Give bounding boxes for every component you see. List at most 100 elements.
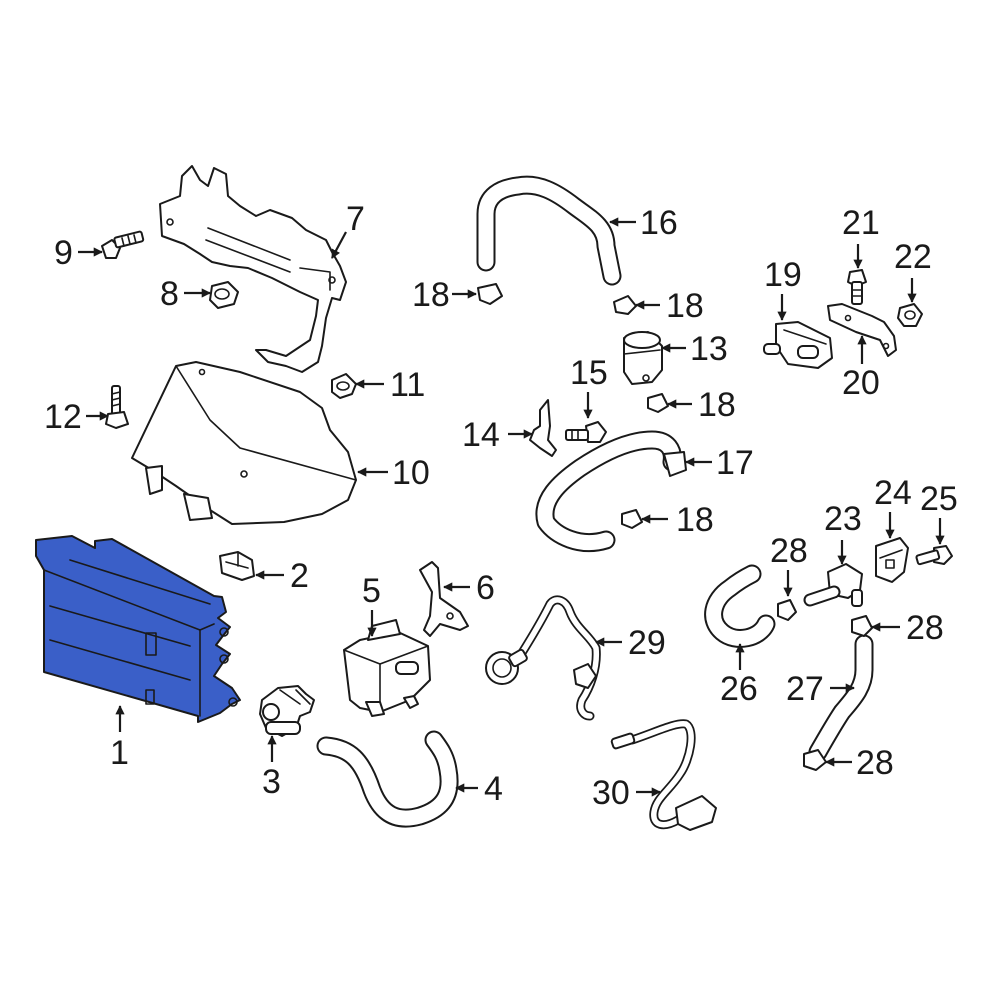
svg-text:5: 5 [362, 572, 381, 610]
callout-18a: 18 [412, 276, 477, 314]
callout-9: 9 [54, 234, 103, 272]
svg-text:30: 30 [592, 774, 630, 812]
svg-text:28: 28 [906, 609, 944, 647]
callout-17: 17 [685, 444, 754, 482]
callout-6: 6 [443, 569, 495, 607]
part-1-vapor-canister[interactable] [35, 535, 241, 723]
part-29-sensor[interactable] [485, 595, 601, 721]
part-12-bolt[interactable] [105, 385, 129, 429]
svg-text:18: 18 [698, 386, 736, 424]
part-4-hose[interactable] [316, 730, 459, 828]
callout-18d: 18 [641, 501, 714, 539]
part-24-bracket[interactable] [875, 537, 909, 583]
part-11-nut[interactable] [331, 373, 357, 399]
svg-text:22: 22 [894, 238, 932, 276]
part-30-sensor[interactable] [610, 719, 717, 831]
callout-27: 27 [786, 670, 855, 708]
callout-11: 11 [355, 366, 425, 404]
svg-text:18: 18 [412, 276, 450, 314]
part-15-bolt[interactable] [565, 421, 607, 443]
callout-1: 1 [110, 705, 129, 772]
callout-30: 30 [592, 774, 661, 812]
part-27-hose[interactable] [808, 634, 874, 762]
callout-29: 29 [595, 624, 666, 662]
part-23-valve[interactable] [803, 563, 863, 607]
svg-text:23: 23 [824, 500, 862, 538]
callout-16: 16 [609, 204, 678, 242]
svg-text:15: 15 [570, 354, 608, 392]
callout-3: 3 [262, 735, 281, 801]
part-19-solenoid[interactable] [763, 321, 833, 369]
part-14-bracket[interactable] [529, 399, 557, 457]
svg-text:17: 17 [716, 444, 754, 482]
part-26-hose[interactable] [704, 564, 776, 648]
part-22-nut[interactable] [897, 303, 923, 327]
part-6-bracket[interactable] [419, 561, 469, 637]
svg-text:7: 7 [346, 200, 365, 238]
svg-text:11: 11 [390, 366, 425, 404]
callout-4: 4 [455, 770, 503, 808]
callout-12: 12 [44, 398, 109, 436]
svg-text:13: 13 [690, 330, 728, 368]
svg-text:8: 8 [160, 275, 179, 313]
callout-8: 8 [160, 275, 211, 313]
svg-text:4: 4 [484, 770, 503, 808]
callout-22: 22 [894, 238, 932, 303]
svg-text:18: 18 [676, 501, 714, 539]
svg-text:29: 29 [628, 624, 666, 662]
svg-text:28: 28 [856, 744, 894, 782]
callout-15: 15 [570, 354, 608, 419]
part-18-clamp-a[interactable] [477, 283, 503, 305]
part-21-bolt[interactable] [847, 269, 867, 305]
part-17-hose[interactable] [535, 430, 687, 553]
callout-14: 14 [462, 416, 533, 454]
svg-text:10: 10 [392, 454, 430, 492]
callout-28a: 28 [770, 532, 808, 597]
part-16-hose[interactable] [476, 175, 622, 286]
svg-text:19: 19 [764, 256, 802, 294]
part-3-purge-valve[interactable] [259, 685, 315, 737]
svg-text:16: 16 [640, 204, 678, 242]
callout-28c: 28 [825, 744, 894, 782]
callout-5: 5 [362, 572, 381, 637]
part-2-clip[interactable] [219, 551, 255, 581]
callout-26: 26 [720, 643, 758, 708]
part-13-filter[interactable] [623, 331, 663, 385]
part-9-bolt[interactable] [101, 230, 145, 259]
svg-text:9: 9 [54, 234, 73, 272]
callout-24: 24 [874, 474, 912, 539]
svg-text:6: 6 [476, 569, 495, 607]
callout-18c: 18 [667, 386, 736, 424]
part-7-bracket[interactable] [159, 165, 347, 373]
callout-28b: 28 [871, 609, 944, 647]
part-5-reservoir[interactable] [343, 619, 431, 717]
part-28-clamp-a[interactable] [777, 599, 797, 621]
svg-text:14: 14 [462, 416, 500, 454]
callout-25: 25 [920, 480, 958, 545]
callout-18b: 18 [635, 287, 704, 325]
svg-text:28: 28 [770, 532, 808, 570]
part-28-clamp-c[interactable] [803, 749, 827, 771]
svg-text:1: 1 [110, 734, 129, 772]
svg-text:20: 20 [842, 364, 880, 402]
svg-text:21: 21 [842, 204, 880, 242]
part-20-bracket[interactable] [827, 303, 897, 357]
callout-7: 7 [331, 200, 365, 259]
callout-20: 20 [842, 335, 880, 402]
callout-2: 2 [255, 557, 309, 595]
part-18-clamp-b[interactable] [613, 295, 637, 315]
part-25-bolt[interactable] [915, 545, 953, 566]
part-18-clamp-c[interactable] [647, 393, 669, 413]
callout-13: 13 [661, 330, 728, 368]
callout-19: 19 [764, 256, 802, 321]
svg-text:2: 2 [290, 557, 309, 595]
svg-text:24: 24 [874, 474, 912, 512]
part-8-nut[interactable] [209, 281, 239, 309]
svg-text:12: 12 [44, 398, 82, 436]
svg-text:25: 25 [920, 480, 958, 518]
part-10-heat-shield[interactable] [131, 361, 357, 525]
part-18-clamp-d[interactable] [621, 509, 643, 529]
part-28-clamp-b[interactable] [851, 615, 873, 637]
svg-text:27: 27 [786, 670, 824, 708]
